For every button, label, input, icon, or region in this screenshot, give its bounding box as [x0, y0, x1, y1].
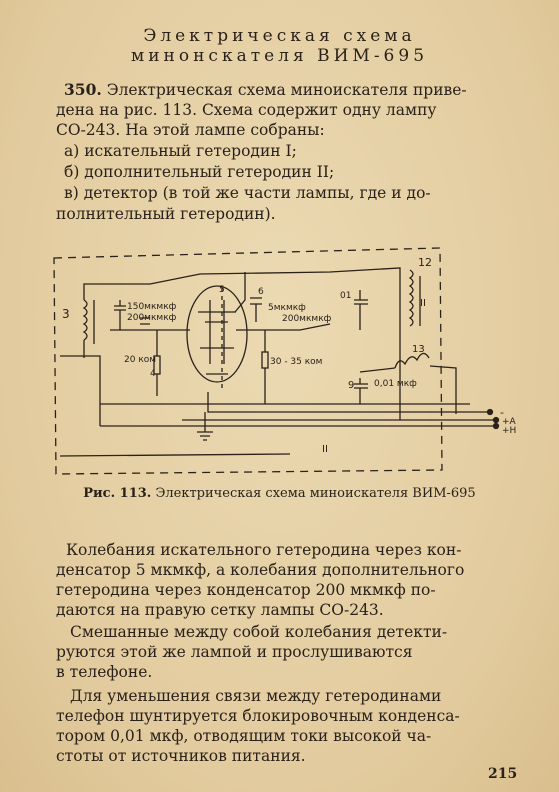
intro-item-b: б) дополнительный гетеродин II;	[64, 163, 335, 181]
body-line-2: денсатор 5 мкмкф, а колебания дополнител…	[56, 561, 465, 579]
body-line-11: стоты от источников питания.	[56, 747, 306, 765]
label-plus-a: +A	[502, 417, 517, 427]
resistor-30k	[261, 351, 269, 369]
label-150mkmkf: 150мкмкф	[127, 302, 177, 312]
headphone-13	[394, 352, 430, 369]
figure-caption: Рис. 113. Электрическая схема миноискате…	[0, 486, 559, 502]
label-5: 5	[219, 285, 225, 295]
label-6: 6	[258, 287, 264, 297]
body-line-7: в телефоне.	[56, 663, 153, 681]
label-5mkmkf: 5мкмкф	[268, 303, 306, 313]
label-13: 13	[412, 344, 425, 355]
label-30-35kom: 30 - 35 ком	[270, 357, 322, 367]
body-line-5: Смешанные между собой колебания детекти-	[70, 623, 448, 641]
section-heading-line-1: Электрическая схема	[143, 26, 416, 46]
label-3: 3	[62, 307, 70, 321]
coil-3	[82, 299, 88, 341]
label-II-coil: II	[420, 298, 426, 309]
label-minus: -	[500, 406, 504, 419]
label-12: 12	[418, 256, 432, 269]
figure-number: Рис. 113.	[83, 486, 152, 501]
page-number: 215	[488, 766, 518, 782]
intro-line-7: полнительный гетеродин).	[56, 205, 276, 223]
label-001mkf: 0,01 мкф	[374, 379, 417, 389]
label-9: 9	[348, 380, 354, 391]
ground-symbol	[197, 412, 213, 441]
label-20kom: 20 ком	[124, 355, 156, 365]
body-line-9: телефон шунтируется блокировочным конден…	[56, 707, 460, 725]
intro-item-c: в) детектор (в той же части лампы, где и…	[64, 184, 431, 202]
figure-title: Электрическая схема миноискателя ВИМ-695	[155, 486, 476, 501]
label-II-section: II	[322, 444, 328, 455]
body-line-1: Колебания искательного гетеродина через …	[66, 541, 462, 559]
label-200mkmkf-b: 200мкмкф	[282, 314, 332, 324]
label-01: 01	[340, 291, 351, 301]
section-heading-line-2: минонскателя ВИМ-695	[130, 46, 429, 66]
coil-11	[408, 269, 414, 327]
body-line-3: гетеродина через конденсатор 200 мкмкф п…	[56, 581, 436, 599]
intro-item-a: а) искательный гетеродин I;	[64, 142, 297, 160]
body-line-4: даются на правую сетку лампы СО-243.	[56, 601, 384, 619]
intro-line-2: дена на рис. 113. Схема содержит одну ла…	[56, 101, 437, 119]
body-line-10: тором 0,01 мкф, отводящим токи высокой ч…	[56, 727, 432, 745]
paragraph-number: 350.	[64, 80, 102, 99]
intro-line-3: СО-243. На этой лампе собраны:	[56, 121, 325, 139]
label-200mkmkf-a: 200мкмкф	[127, 313, 177, 323]
shield-outline	[53, 247, 443, 475]
label-4: 4	[150, 369, 156, 379]
label-plus-h: +H	[502, 426, 516, 436]
body-line-8: Для уменьшения связи между гетеродинами	[70, 687, 442, 705]
intro-line-1: 350. Электрическая схема миноискателя пр…	[64, 80, 520, 101]
body-line-6: руются этой же лампой и прослушиваются	[56, 643, 413, 661]
lamp-tube	[186, 285, 248, 383]
intro-line-1-text: Электрическая схема миноискателя приве-	[106, 81, 467, 99]
